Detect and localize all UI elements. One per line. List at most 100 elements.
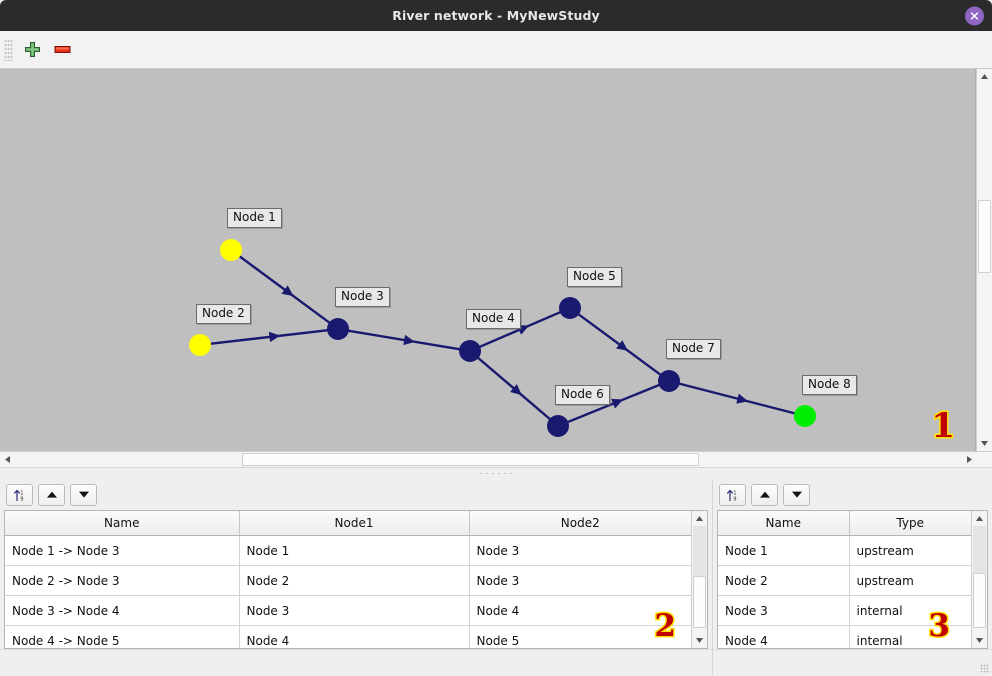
canvas-hscroll-thumb[interactable] bbox=[242, 453, 699, 466]
edge-arrowhead bbox=[510, 384, 522, 396]
nodes-scroll-up-arrow[interactable] bbox=[972, 511, 987, 526]
add-node-button[interactable] bbox=[17, 36, 47, 64]
scroll-left-arrow[interactable] bbox=[0, 452, 15, 467]
graph-node-n3[interactable] bbox=[327, 318, 349, 340]
table-cell[interactable]: Node 3 bbox=[239, 595, 470, 626]
nodes-sort-button[interactable]: 1 9 bbox=[719, 483, 746, 506]
canvas-vertical-scrollbar[interactable] bbox=[976, 69, 992, 451]
nodes-vertical-scrollbar[interactable] bbox=[971, 511, 987, 648]
table-cell[interactable]: Node 1 bbox=[239, 535, 470, 566]
graph-node-n4[interactable] bbox=[459, 340, 481, 362]
column-header-name[interactable]: Name bbox=[718, 511, 850, 536]
node-label-n8[interactable]: Node 8 bbox=[802, 375, 857, 395]
table-cell[interactable]: Node 3 bbox=[469, 535, 691, 566]
links-move-up-button[interactable] bbox=[38, 483, 65, 506]
table-cell[interactable]: Node 3 -> Node 4 bbox=[5, 595, 240, 626]
links-toolbar: 1 9 bbox=[0, 479, 712, 510]
links-scroll-up-arrow[interactable] bbox=[692, 511, 707, 526]
scrollbar-corner bbox=[977, 452, 992, 467]
table-cell[interactable]: Node 2 bbox=[718, 565, 850, 596]
edge-arrowhead bbox=[403, 334, 416, 346]
table-cell[interactable]: internal bbox=[849, 595, 971, 626]
svg-text:1: 1 bbox=[20, 490, 23, 496]
nodes-vscroll-track[interactable] bbox=[972, 526, 987, 633]
graph-edge[interactable] bbox=[347, 329, 461, 351]
node-label-n7[interactable]: Node 7 bbox=[666, 339, 721, 359]
table-cell[interactable]: Node 4 -> Node 5 bbox=[5, 625, 240, 648]
toolbar-drag-handle[interactable] bbox=[4, 38, 13, 61]
canvas-horizontal-scrollbar[interactable] bbox=[0, 451, 992, 467]
table-cell[interactable]: Node 2 -> Node 3 bbox=[5, 565, 240, 596]
canvas-vscroll-track[interactable] bbox=[977, 84, 992, 436]
table-cell[interactable]: Node 4 bbox=[239, 625, 470, 648]
table-cell[interactable]: upstream bbox=[849, 535, 971, 566]
node-label-n1[interactable]: Node 1 bbox=[227, 208, 282, 228]
graph-edge[interactable] bbox=[678, 382, 796, 415]
scroll-up-arrow[interactable] bbox=[977, 69, 992, 84]
nodes-move-down-button[interactable] bbox=[783, 483, 810, 506]
nodes-move-up-button[interactable] bbox=[751, 483, 778, 506]
canvas-hscroll-track[interactable] bbox=[15, 452, 962, 467]
graph-edge[interactable] bbox=[209, 328, 329, 346]
delete-node-button[interactable] bbox=[47, 36, 77, 64]
node-label-n5[interactable]: Node 5 bbox=[567, 267, 622, 287]
table-cell[interactable]: Node 3 bbox=[469, 565, 691, 596]
edge-arrowhead bbox=[281, 285, 294, 297]
graph-node-n7[interactable] bbox=[658, 370, 680, 392]
svg-text:1: 1 bbox=[733, 490, 736, 496]
graph-node-n6[interactable] bbox=[547, 415, 569, 437]
graph-edge[interactable] bbox=[238, 254, 331, 325]
table-cell[interactable]: Node 4 bbox=[469, 595, 691, 626]
scroll-right-arrow[interactable] bbox=[962, 452, 977, 467]
nodes-vscroll-thumb[interactable] bbox=[973, 573, 986, 628]
links-sort-button[interactable]: 1 9 bbox=[6, 483, 33, 506]
column-header-node2[interactable]: Node2 bbox=[469, 511, 691, 536]
river-network-canvas[interactable]: Node 1 Node 2 Node 3 Node 4 Node 5 Node 6 Node… bbox=[0, 69, 976, 451]
table-cell[interactable]: Node 1 bbox=[718, 535, 850, 566]
table-cell[interactable]: upstream bbox=[849, 565, 971, 596]
nodes-toolbar: 1 9 bbox=[713, 479, 992, 510]
links-vscroll-thumb[interactable] bbox=[693, 576, 706, 628]
graph-node-n8[interactable] bbox=[794, 405, 816, 427]
panel-splitter[interactable] bbox=[0, 467, 992, 479]
table-cell[interactable]: internal bbox=[849, 625, 971, 648]
links-vscroll-track[interactable] bbox=[692, 526, 707, 633]
links-move-down-button[interactable] bbox=[70, 483, 97, 506]
table-cell[interactable]: Node 4 bbox=[718, 625, 850, 648]
links-vertical-scrollbar[interactable] bbox=[691, 511, 707, 648]
column-header-name[interactable]: Name bbox=[5, 511, 240, 536]
nodes-scroll-down-arrow[interactable] bbox=[972, 633, 987, 648]
graph-node-n1[interactable] bbox=[220, 239, 242, 261]
canvas-vscroll-thumb[interactable] bbox=[978, 200, 991, 273]
resize-grip[interactable] bbox=[980, 664, 989, 673]
table-cell[interactable]: Node 3 bbox=[718, 595, 850, 626]
links-scroll-down-arrow[interactable] bbox=[692, 633, 707, 648]
node-label-n2[interactable]: Node 2 bbox=[196, 304, 251, 324]
node-label-n4[interactable]: Node 4 bbox=[466, 309, 521, 329]
column-header-node1[interactable]: Node1 bbox=[239, 511, 470, 536]
column-header-type[interactable]: Type bbox=[849, 511, 971, 536]
node-label-n6[interactable]: Node 6 bbox=[555, 385, 610, 405]
table-cell[interactable]: Node 5 bbox=[469, 625, 691, 648]
edge-arrowhead bbox=[268, 331, 281, 343]
graph-node-n5[interactable] bbox=[559, 297, 581, 319]
scroll-down-arrow[interactable] bbox=[977, 436, 992, 451]
nodes-vscroll-upper bbox=[973, 526, 986, 574]
table-cell[interactable]: Node 2 bbox=[239, 565, 470, 596]
edge-arrowhead bbox=[611, 398, 624, 409]
graph-node-n2[interactable] bbox=[189, 334, 211, 356]
table-cell[interactable]: Node 1 -> Node 3 bbox=[5, 535, 240, 566]
close-icon[interactable] bbox=[965, 6, 984, 25]
edge-arrowhead bbox=[736, 393, 749, 404]
node-label-n3[interactable]: Node 3 bbox=[335, 287, 390, 307]
